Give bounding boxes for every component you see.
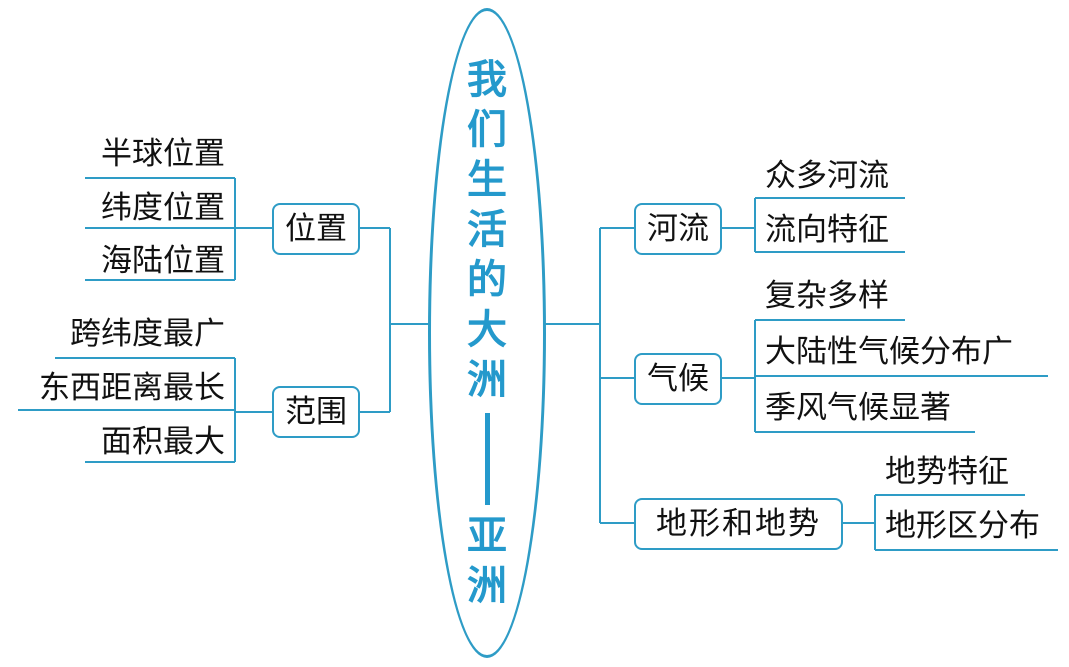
fanwei-leaf-connector [18, 357, 272, 463]
title-char: 们 [467, 107, 507, 153]
central-title: 我 们 生 活 的 大 洲 亚 洲 [462, 55, 512, 611]
leaf-qihou-monsoon: 季风气候显著 [765, 390, 951, 426]
node-qihou: 气候 [634, 353, 722, 405]
node-weizhi: 位置 [272, 203, 360, 255]
leaf-qihou-diverse: 复杂多样 [765, 278, 889, 314]
leaf-weizhi-latitude: 纬度位置 [101, 190, 225, 226]
weizhi-leaf-connector [85, 177, 272, 281]
title-char: 活 [467, 207, 507, 253]
title-char: 洲 [467, 357, 507, 403]
leaf-heliu-many: 众多河流 [765, 158, 889, 194]
heliu-leaf-connector [722, 197, 905, 253]
leaf-fanwei-eastwest: 东西距离最长 [39, 370, 225, 406]
title-char: 的 [467, 257, 507, 303]
node-fanwei: 范围 [272, 386, 360, 438]
leaf-fanwei-latitude: 跨纬度最广 [70, 316, 225, 352]
title-char: 大 [467, 307, 507, 353]
leaf-heliu-direction: 流向特征 [765, 212, 889, 248]
dixing-leaf-connector [843, 494, 1058, 551]
title-char: 生 [467, 157, 507, 203]
title-dash [484, 413, 490, 505]
leaf-qihou-continental: 大陆性气候分布广 [765, 334, 1013, 370]
title-char: 洲 [467, 563, 507, 609]
leaf-weizhi-landsea: 海陆位置 [101, 243, 225, 279]
leaf-dixing-terrain: 地势特征 [885, 454, 1009, 490]
leaf-weizhi-hemisphere: 半球位置 [101, 136, 225, 172]
right-main-connector [544, 227, 634, 524]
node-dixing: 地形和地势 [634, 498, 843, 550]
left-main-connector [360, 227, 430, 413]
qihou-leaf-connector [722, 319, 1048, 433]
title-char: 我 [467, 57, 507, 103]
leaf-dixing-regions: 地形区分布 [885, 508, 1040, 544]
leaf-fanwei-area: 面积最大 [101, 424, 225, 460]
title-char: 亚 [467, 513, 507, 559]
central-ellipse [428, 8, 546, 658]
node-heliu: 河流 [634, 203, 722, 255]
